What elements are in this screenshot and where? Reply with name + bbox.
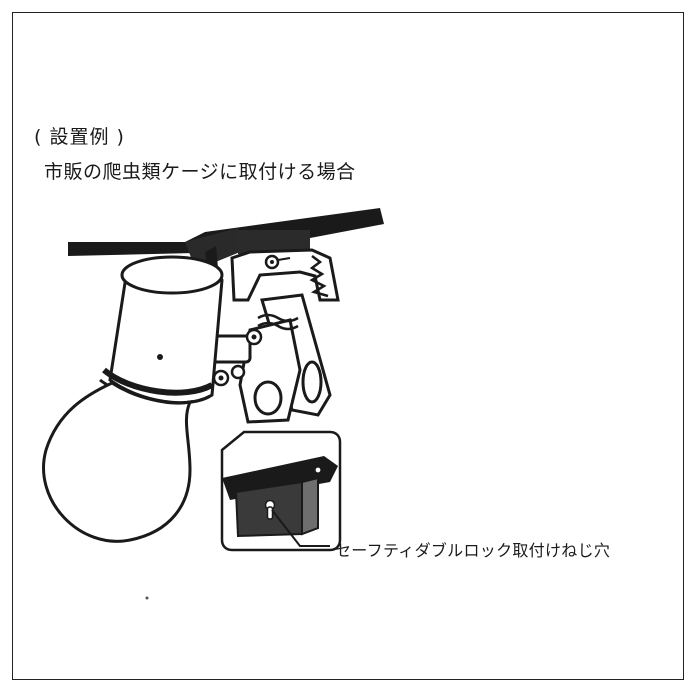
caption-heading: ( 設置例 ) — [34, 126, 125, 148]
swivel-joint — [204, 328, 263, 387]
lamp-socket — [99, 255, 224, 405]
cage-rail — [68, 208, 384, 270]
light-bulb — [42, 381, 193, 543]
keyhole-icon — [264, 499, 276, 520]
clip-jaws — [238, 293, 332, 424]
callout-label: セーフティダブルロック取付けねじ穴 — [335, 541, 611, 560]
caption-subtitle: 市販の爬虫類ケージに取付ける場合 — [44, 161, 356, 183]
speck — [145, 596, 149, 600]
inset-detail — [220, 430, 342, 552]
callout-leader — [271, 509, 330, 547]
clip-body — [230, 248, 340, 302]
